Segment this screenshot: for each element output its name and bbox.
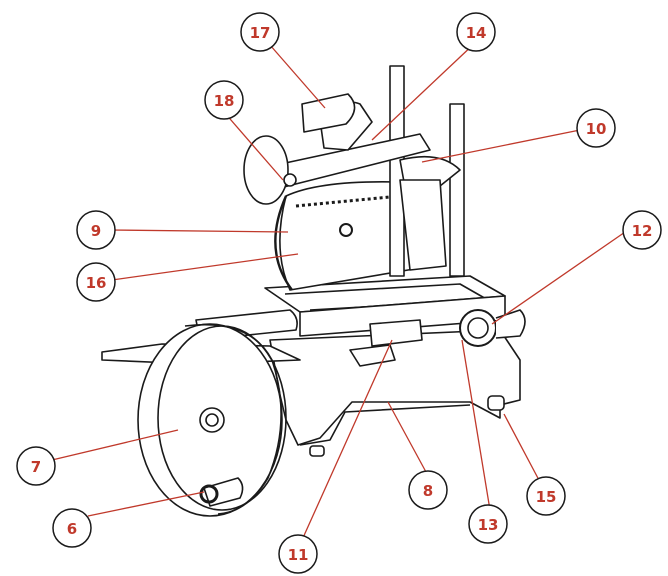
foot-right <box>487 395 505 411</box>
callout-label-6: 6 <box>67 520 77 538</box>
callout-label-12: 12 <box>632 222 653 240</box>
top-cap <box>301 93 356 133</box>
callout-circle-9 <box>76 210 116 250</box>
leader-13 <box>461 339 491 511</box>
callout-circle-18 <box>204 80 244 120</box>
leader-10 <box>421 129 581 163</box>
callout-circle-7 <box>16 446 56 486</box>
foot-front <box>309 445 325 457</box>
leader-9 <box>109 229 289 233</box>
post-right <box>449 103 465 277</box>
callout-label-14: 14 <box>466 24 487 42</box>
callout-circle-15 <box>526 476 566 516</box>
callout-circle-16 <box>76 262 116 302</box>
leader-11 <box>301 339 393 541</box>
leader-14 <box>371 41 477 141</box>
lever-detail <box>349 344 396 367</box>
base-shadow <box>299 404 471 446</box>
callout-circle-14 <box>456 12 496 52</box>
disc-knob <box>283 173 297 187</box>
callout-circle-12 <box>622 210 662 250</box>
callout-label-7: 7 <box>31 458 41 476</box>
flywheel-edge <box>184 323 282 515</box>
grinding-disc <box>243 135 289 205</box>
leader-18 <box>223 111 284 181</box>
adjust-knob <box>459 309 497 347</box>
leader-lines <box>51 41 629 541</box>
callout-label-10: 10 <box>586 120 607 138</box>
callout-circle-8 <box>408 470 448 510</box>
machine-outline <box>101 65 526 517</box>
callout-circle-17 <box>240 12 280 52</box>
callout-circle-13 <box>468 504 508 544</box>
front-lever <box>369 319 423 347</box>
flywheel-hub-inner <box>205 413 219 427</box>
callout-group: 17 14 18 10 9 12 16 7 8 15 6 13 11 <box>16 12 662 574</box>
handle-knob <box>199 484 219 504</box>
callout-label-15: 15 <box>536 488 557 506</box>
callout-label-16: 16 <box>86 274 107 292</box>
callout-circle-11 <box>278 534 318 574</box>
callout-circle-10 <box>576 108 616 148</box>
callout-label-17: 17 <box>250 24 271 42</box>
callout-label-11: 11 <box>288 546 309 564</box>
callout-label-18: 18 <box>214 92 235 110</box>
arm-bracket <box>399 155 461 187</box>
leader-16 <box>111 253 299 281</box>
leader-15 <box>503 413 541 483</box>
leader-12 <box>491 229 629 325</box>
rear-guard <box>399 179 447 271</box>
callout-label-8: 8 <box>423 482 433 500</box>
callout-label-9: 9 <box>91 222 101 240</box>
machine-body <box>269 329 521 446</box>
callout-circle-6 <box>52 508 92 548</box>
leader-17 <box>269 44 326 109</box>
leader-7 <box>51 429 179 461</box>
leader-8 <box>387 401 427 473</box>
leader-6 <box>87 491 205 517</box>
blade-guard <box>274 195 293 291</box>
flywheel-hub <box>199 407 225 433</box>
callout-label-13: 13 <box>478 516 499 534</box>
adjust-knob-inner <box>467 317 489 339</box>
blade-center <box>339 223 353 237</box>
